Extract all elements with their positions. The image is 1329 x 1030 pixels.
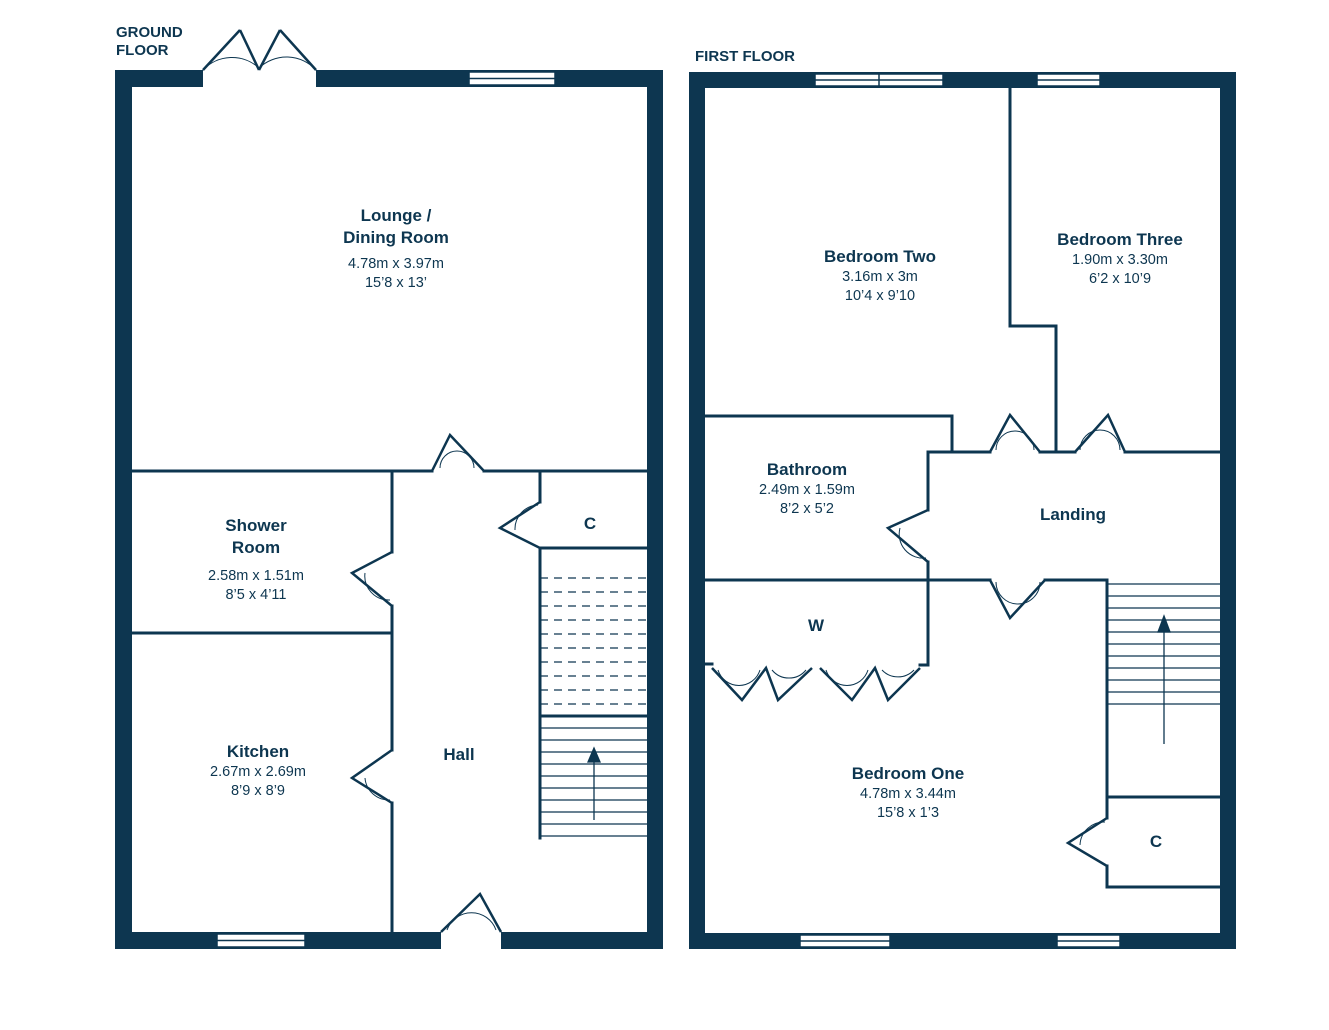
ground-stairs-arrow bbox=[587, 746, 601, 820]
first-floor-title: FIRST FLOOR bbox=[695, 48, 795, 65]
bedroom-one-imperial: 15’8 x 1’3 bbox=[876, 805, 940, 821]
window-bedroom-two bbox=[814, 73, 944, 87]
room-label-bedroom-one: Bedroom One 4.78m x 3.44m 15’8 x 1’3 bbox=[852, 763, 964, 823]
window-bedroom-three bbox=[1036, 73, 1101, 87]
room-label-cupboard-ground: C bbox=[583, 514, 597, 533]
room-label-kitchen: Kitchen 2.67m x 2.69m 8’9 x 8’9 bbox=[210, 741, 306, 801]
room-label-cupboard-first: C bbox=[1149, 832, 1163, 851]
ground-floor-title-line1: GROUND bbox=[116, 24, 183, 41]
door-lounge[interactable] bbox=[430, 432, 485, 472]
first-top-wall bbox=[689, 72, 1236, 88]
window-lounge bbox=[468, 71, 556, 86]
door-shower[interactable] bbox=[349, 550, 393, 607]
bathroom-imperial: 8’2 x 5’2 bbox=[779, 501, 835, 517]
bedroom-three-name: Bedroom Three bbox=[1057, 230, 1183, 249]
bedroom-one-metric: 4.78m x 3.44m bbox=[860, 786, 956, 802]
ground-bottom-wall-right bbox=[501, 932, 663, 949]
door-bathroom[interactable] bbox=[885, 508, 929, 563]
room-label-bedroom-three: Bedroom Three 1.90m x 3.30m 6’2 x 10’9 bbox=[1057, 229, 1183, 289]
bedroom-three-imperial: 6’2 x 10’9 bbox=[1088, 271, 1152, 287]
kitchen-imperial: 8’9 x 8’9 bbox=[230, 783, 286, 799]
interior-walls bbox=[130, 86, 1222, 934]
staircases bbox=[540, 577, 1220, 837]
ground-floor-title: GROUND FLOOR bbox=[116, 24, 183, 60]
room-label-lounge: Lounge / Dining Room 4.78m x 3.97m 15’8 … bbox=[343, 205, 449, 293]
door-cupboard-first[interactable] bbox=[1065, 816, 1108, 868]
first-right-wall bbox=[1220, 72, 1236, 949]
door-bedroom-one[interactable] bbox=[988, 579, 1046, 621]
bedroom-three-metric: 1.90m x 3.30m bbox=[1072, 252, 1168, 268]
shower-metric: 2.58m x 1.51m bbox=[208, 568, 304, 584]
room-label-wardrobe: W bbox=[807, 616, 825, 635]
ground-stairs-dashed bbox=[540, 577, 647, 705]
first-left-wall bbox=[689, 72, 705, 949]
bedroom-two-imperial: 10’4 x 9’10 bbox=[844, 288, 916, 304]
window-bedroom-one-right bbox=[1056, 934, 1121, 948]
bedroom-one-name: Bedroom One bbox=[851, 764, 965, 783]
room-label-hall: Hall bbox=[443, 745, 475, 764]
doors bbox=[202, 29, 1127, 933]
bedroom-two-metric: 3.16m x 3m bbox=[842, 269, 918, 285]
lounge-name-line2: Dining Room bbox=[343, 228, 449, 247]
lounge-imperial: 15’8 x 13’ bbox=[364, 275, 428, 291]
room-label-landing: Landing bbox=[1039, 505, 1107, 524]
lounge-metric: 4.78m x 3.97m bbox=[348, 256, 444, 272]
ground-right-wall bbox=[647, 70, 663, 949]
door-cupboard-ground[interactable] bbox=[497, 500, 541, 550]
room-label-bathroom: Bathroom 2.49m x 1.59m 8’2 x 5’2 bbox=[759, 459, 855, 519]
lounge-name-line1: Lounge / bbox=[360, 206, 432, 225]
bedroom-two-name: Bedroom Two bbox=[823, 247, 937, 266]
shower-name-line1: Shower bbox=[225, 516, 287, 535]
kitchen-name: Kitchen bbox=[226, 742, 290, 761]
bathroom-metric: 2.49m x 1.59m bbox=[759, 482, 855, 498]
window-bedroom-one-left bbox=[799, 934, 891, 948]
door-garden-french bbox=[202, 29, 317, 71]
windows bbox=[216, 71, 1121, 948]
door-front[interactable] bbox=[440, 891, 503, 933]
bathroom-name: Bathroom bbox=[766, 460, 848, 479]
shower-imperial: 8’5 x 4’11 bbox=[225, 587, 287, 603]
first-bottom-wall bbox=[689, 933, 1236, 949]
door-bedroom-three[interactable] bbox=[1074, 412, 1127, 453]
kitchen-metric: 2.67m x 2.69m bbox=[210, 764, 306, 780]
first-stairs-arrow bbox=[1157, 614, 1171, 744]
ground-top-wall-left bbox=[115, 70, 203, 87]
door-kitchen[interactable] bbox=[349, 748, 393, 805]
door-wardrobe[interactable] bbox=[711, 665, 921, 703]
window-kitchen bbox=[216, 933, 306, 948]
door-bedroom-two[interactable] bbox=[988, 412, 1041, 453]
shower-name-line2: Room bbox=[231, 538, 281, 557]
ground-floor-title-line2: FLOOR bbox=[116, 42, 169, 59]
room-label-bedroom-two: Bedroom Two 3.16m x 3m 10’4 x 9’10 bbox=[824, 246, 936, 306]
room-label-shower: Shower Room 2.58m x 1.51m 8’5 x 4’11 bbox=[208, 515, 304, 605]
ground-left-wall bbox=[115, 70, 132, 949]
